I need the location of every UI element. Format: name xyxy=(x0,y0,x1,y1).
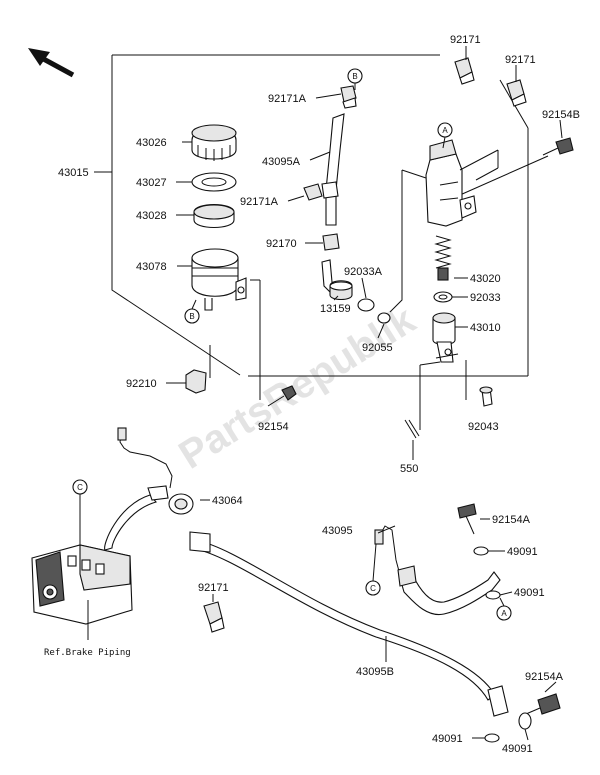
label-92154B[interactable]: 92154B xyxy=(542,109,580,121)
abs-unit-part[interactable] xyxy=(31,498,133,640)
reservoir-tank-part[interactable] xyxy=(191,248,247,311)
label-13159[interactable]: 13159 xyxy=(320,303,351,315)
brake-hose-upper-part[interactable] xyxy=(117,427,173,489)
label-49091-2[interactable]: 49091 xyxy=(514,587,545,599)
label-43095A[interactable]: 43095A xyxy=(262,156,301,168)
label-43015[interactable]: 43015 xyxy=(58,167,89,179)
label-92171-c[interactable]: 92171 xyxy=(198,582,229,594)
bolt-92154A-top-part[interactable] xyxy=(457,503,477,535)
label-92171-a[interactable]: 92171 xyxy=(450,34,481,46)
label-43026[interactable]: 43026 xyxy=(136,137,167,149)
svg-text:A: A xyxy=(442,126,448,135)
spring-43020-part[interactable] xyxy=(434,235,452,281)
label-43010[interactable]: 43010 xyxy=(470,322,501,334)
hose-clamp-92171-c-part[interactable] xyxy=(203,601,225,633)
label-92154A-top[interactable]: 92154A xyxy=(492,514,531,526)
label-43028[interactable]: 43028 xyxy=(136,210,167,222)
bolt-92154A-bottom-part[interactable] xyxy=(525,693,561,715)
callout-a-right: A xyxy=(496,605,512,621)
washer-92033-part[interactable] xyxy=(433,291,453,303)
label-43027[interactable]: 43027 xyxy=(136,177,167,189)
reservoir-cap-part[interactable] xyxy=(191,124,237,161)
leader-lines xyxy=(166,46,563,741)
hose-clamp-92171-b-part[interactable] xyxy=(506,79,527,107)
hose-clamp-92171-a-part[interactable] xyxy=(454,57,475,85)
brake-hose-43095-part[interactable] xyxy=(374,525,501,616)
label-92210[interactable]: 92210 xyxy=(126,378,157,390)
svg-text:B: B xyxy=(189,312,194,321)
washer-49091-4-part[interactable] xyxy=(518,712,532,730)
push-rod-clevis-part[interactable] xyxy=(435,341,459,363)
label-92154[interactable]: 92154 xyxy=(258,421,289,433)
reservoir-hose-part[interactable] xyxy=(325,113,345,226)
washer-49091-2-part[interactable] xyxy=(485,590,501,600)
piston-43010-part[interactable] xyxy=(432,312,456,346)
diaphragm-part[interactable] xyxy=(193,203,235,229)
callout-b-left: B xyxy=(184,308,200,324)
label-92171-b[interactable]: 92171 xyxy=(505,54,536,66)
svg-text:B: B xyxy=(352,72,357,81)
label-92171A-mid[interactable]: 92171A xyxy=(240,196,279,208)
bolt-92154-part[interactable] xyxy=(267,385,297,407)
label-43020[interactable]: 43020 xyxy=(470,273,501,285)
label-49091-4[interactable]: 49091 xyxy=(502,743,533,755)
hose-clamp-92171A-top-part[interactable] xyxy=(340,85,357,109)
label-92170[interactable]: 92170 xyxy=(266,238,297,250)
label-92055[interactable]: 92055 xyxy=(362,342,393,354)
label-92043[interactable]: 92043 xyxy=(468,421,499,433)
label-43095[interactable]: 43095 xyxy=(322,525,353,537)
svg-text:C: C xyxy=(370,584,376,593)
label-92033[interactable]: 92033 xyxy=(470,292,501,304)
label-49091-3[interactable]: 49091 xyxy=(432,733,463,745)
callout-b-top: B xyxy=(347,68,363,84)
brake-hose-43095B-part[interactable] xyxy=(104,485,509,717)
washer-49091-1-part[interactable] xyxy=(473,546,489,556)
front-direction-arrow-icon xyxy=(28,48,75,78)
svg-text:A: A xyxy=(501,609,507,618)
label-43064[interactable]: 43064 xyxy=(212,495,243,507)
o-ring-92055-part[interactable] xyxy=(357,298,375,312)
label-92033A[interactable]: 92033A xyxy=(344,266,383,278)
hose-clamp-92171A-mid-part[interactable] xyxy=(303,181,339,201)
clamp-92170-part[interactable] xyxy=(322,233,340,251)
o-ring-small-part[interactable] xyxy=(377,312,391,324)
label-92154A-bottom[interactable]: 92154A xyxy=(525,671,564,683)
pin-92043-part[interactable] xyxy=(479,386,493,407)
grommet-43064-part[interactable] xyxy=(168,493,194,515)
label-43078[interactable]: 43078 xyxy=(136,261,167,273)
callout-c-left: C xyxy=(72,479,88,495)
svg-text:C: C xyxy=(77,483,83,492)
part-labels: 43015 43026 43027 43028 43078 92210 9215… xyxy=(58,34,580,755)
label-92171A-top[interactable]: 92171A xyxy=(268,93,307,105)
screw-92210-part[interactable] xyxy=(185,369,207,394)
label-550[interactable]: 550 xyxy=(400,463,418,475)
bolt-92154B-part[interactable] xyxy=(459,137,574,196)
label-49091-1[interactable]: 49091 xyxy=(507,546,538,558)
label-43095B[interactable]: 43095B xyxy=(356,666,394,678)
callout-a-top: A xyxy=(437,122,453,138)
washer-49091-3-part[interactable] xyxy=(484,733,500,743)
diaphragm-plate-part[interactable] xyxy=(191,172,237,192)
callout-c-right: C xyxy=(365,580,381,596)
reference-note: Ref.Brake Piping xyxy=(44,648,131,658)
master-cylinder-body-part[interactable] xyxy=(389,139,499,313)
watermark: PartsRepublik xyxy=(171,297,423,477)
grommet-92033A-part[interactable] xyxy=(329,280,353,301)
cotter-pin-550-part[interactable] xyxy=(404,419,420,439)
